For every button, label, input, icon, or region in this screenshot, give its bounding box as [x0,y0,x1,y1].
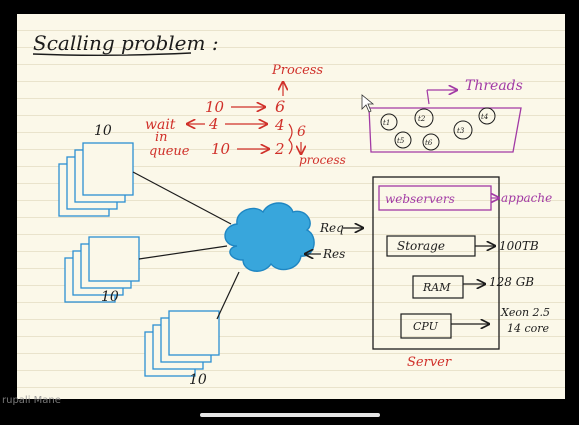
client-stack-1 [58,142,134,217]
queue-row2-extra: 6 [297,124,306,140]
process-top-label: Process [271,63,323,78]
client-count-3: 10 [189,372,207,388]
client-count-2: 10 [101,289,119,305]
request-label: Req [319,221,344,235]
thread-bubble-3-label: t3 [457,127,465,135]
thread-bubble-4-label: t4 [481,113,488,121]
cpu-box [400,313,452,339]
queue-row2-right: 4 [274,116,285,134]
notebook-canvas: Scalling problem : 10 10 [17,14,565,399]
thread-bubble-1-label: t1 [383,119,390,127]
scrollbar-indicator[interactable] [200,413,380,417]
page-title: Scalling problem : [33,31,219,55]
queue-brace [288,123,293,155]
server-box: Server webservers appache Storage 100TB … [372,176,552,370]
queue-row3-right: 2 [274,140,285,158]
ram-size: 128 GB [489,275,534,289]
client-link-1 [132,171,232,225]
client-link-2 [138,245,228,260]
storage-label: Storage [397,239,445,253]
in-queue-label-2: queue [149,144,190,159]
cpu-spec-1: Xeon 2.5 [500,306,550,319]
pointer-cursor-icon [361,94,375,113]
queue-notes: Process 10 6 wait 4 4 6 in queue 10 2 pr… [145,63,346,167]
client-link-3 [216,271,240,320]
thread-bubble-1: t1 [380,113,398,131]
client-stack-2 [64,236,140,303]
thread-bubble-2-label: t2 [418,115,426,123]
cpu-spec-2: 14 core [507,322,550,335]
client-stack-3 [144,310,220,377]
thread-bubble-5-label: t5 [397,137,405,145]
queue-row1-right: 6 [275,97,285,116]
storage-size: 100TB [499,239,539,253]
server-outline [372,176,500,350]
ram-label: RAM [422,281,451,294]
queue-row3-left: 10 [211,140,231,158]
ram-box [412,275,464,299]
wait-label: wait [145,117,176,133]
threads-box [368,107,522,153]
cpu-label: CPU [413,320,439,333]
internet-cloud [224,202,315,272]
title-underline [32,52,192,56]
webserver-name: appache [501,191,552,205]
thread-bubble-6-label: t6 [425,139,433,147]
response-label: Res [322,247,345,261]
threads-label: Threads [465,78,523,94]
thread-bubble-4: t4 [478,107,496,125]
process-bottom-label: process [299,153,346,167]
diagram-canvas: Scalling problem : 10 10 [32,31,552,388]
thread-bubble-2: t2 [414,108,434,128]
thread-bubble-5: t5 [394,131,412,149]
thread-bubble-6: t6 [422,133,440,151]
server-label: Server [407,355,452,370]
threads-panel: Threads t1 t2 t3 t4 [368,78,523,153]
thread-bubble-3: t3 [453,120,473,140]
in-queue-label-1: in [155,130,168,145]
client-count-1: 10 [94,123,112,139]
queue-row1-left: 10 [205,98,225,116]
presenter-name: rupali Mane [2,395,61,406]
webservers-label: webservers [385,192,455,206]
threads-pointer-arrow [426,89,430,105]
queue-row2-mid: 4 [208,115,219,133]
